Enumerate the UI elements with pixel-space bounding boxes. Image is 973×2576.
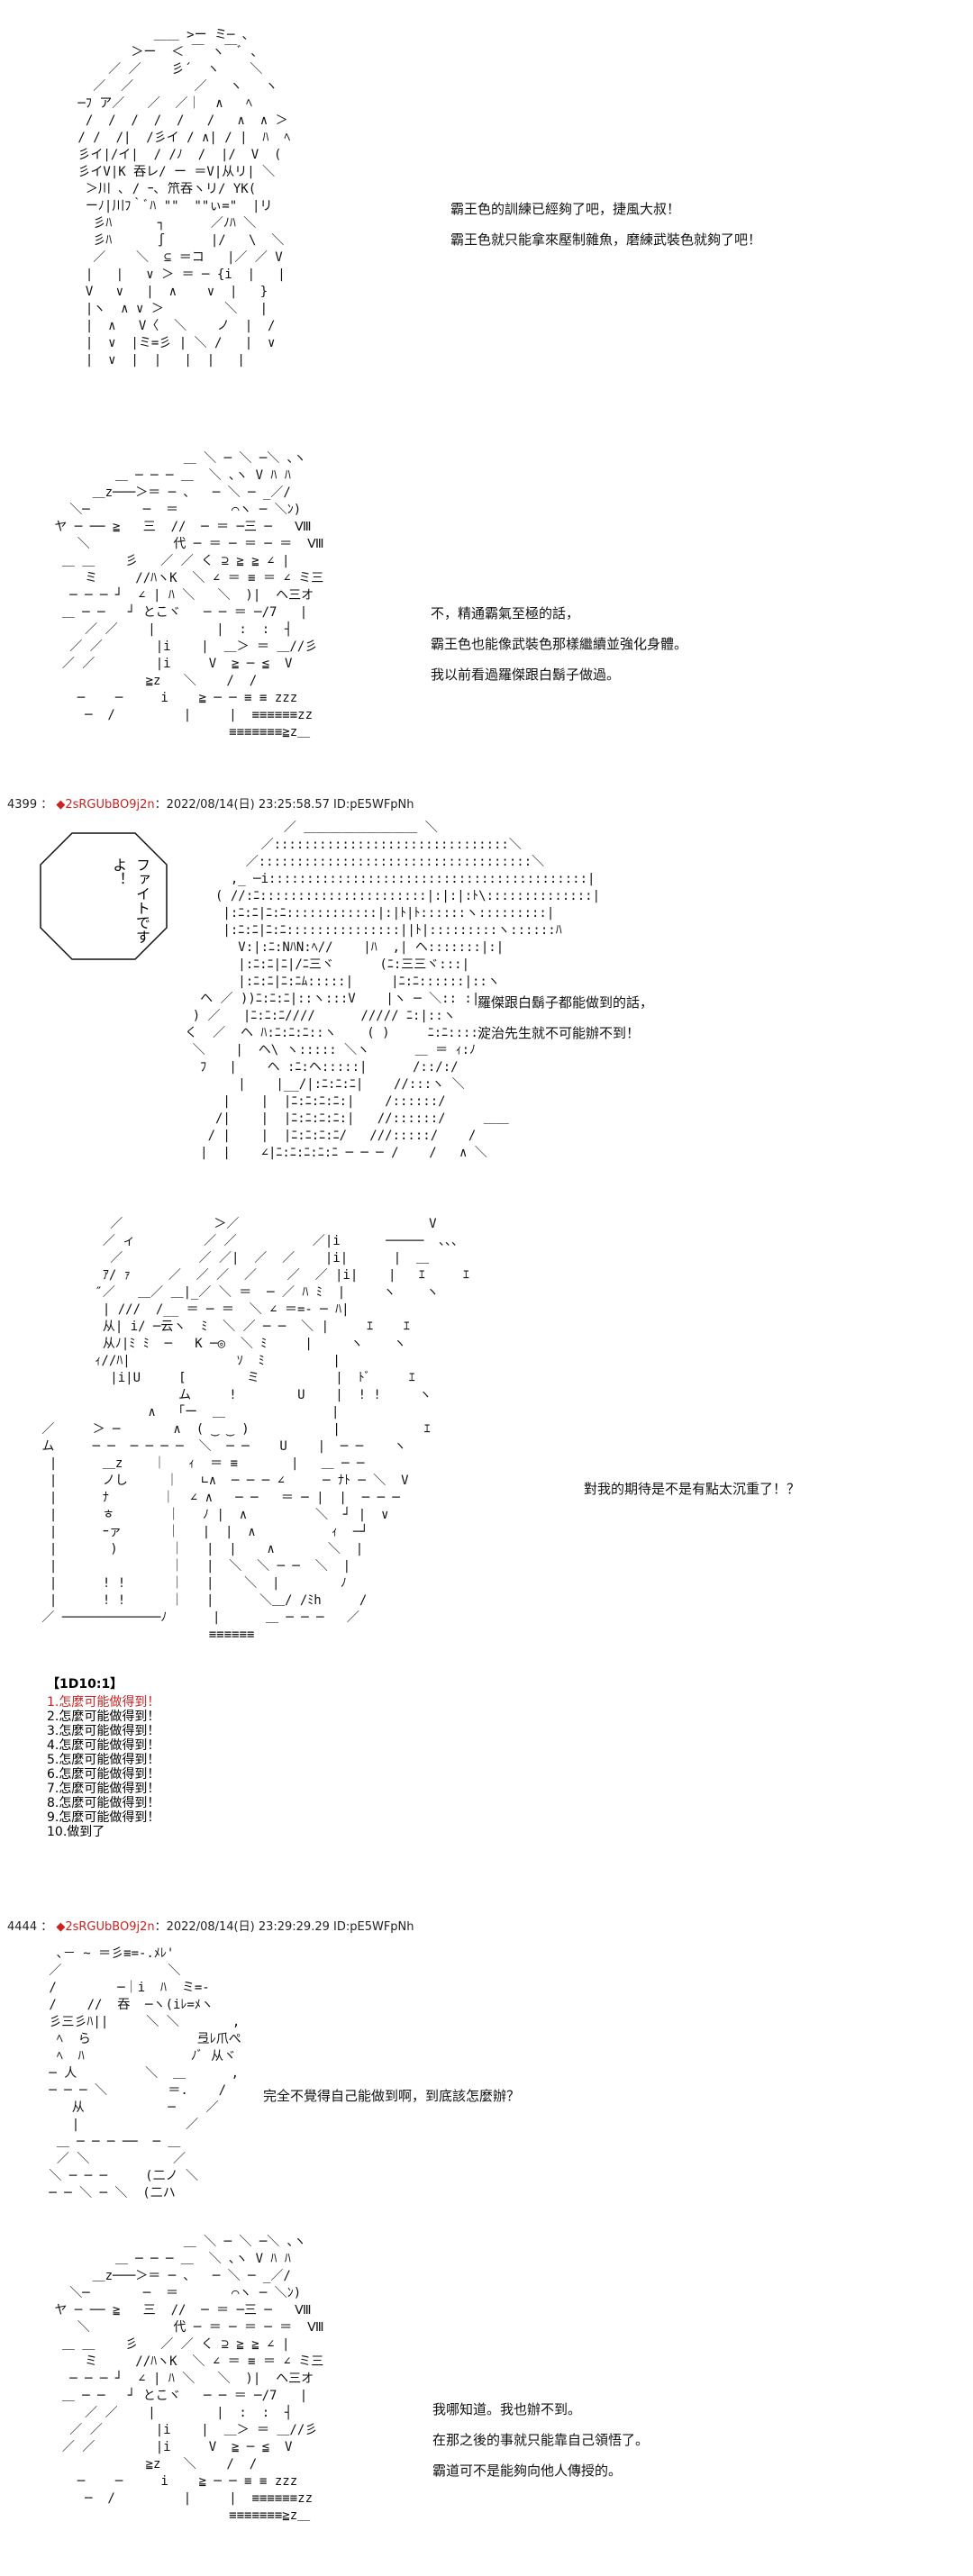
panel-1: ＿＿ >ー ミ─ ､ ＞ー ＜ ￣ ヽ￣ﾞ ､ ／ ／ 彡´ ヽ ＼ ／ ／ ／… bbox=[0, 0, 973, 432]
post-header-4444: 4444 ： ◆2sRGUbBO9j2n：2022/08/14(日) 23:29… bbox=[7, 1920, 414, 1934]
dice-option: 4.怎麼可能做得到！ bbox=[47, 1738, 160, 1753]
dialogue-line: 淀治先生就不可能辦不到！ bbox=[477, 1025, 641, 1041]
dice-option: 7.怎麼可能做得到！ bbox=[47, 1782, 160, 1796]
post-number: 4399 bbox=[7, 798, 38, 812]
dialogue-panel-6: 我哪知道。我也辦不到。 在那之後的事就只能靠自己領悟了。 霸道可不是能夠向他人傳… bbox=[432, 2394, 649, 2486]
dialogue-line: 對我的期待是不是有點太沉重了！？ bbox=[584, 1481, 801, 1497]
ascii-art-character-4: ／ ＞／ V ／ ィ ／ ／ ／|i ───── ､､､ ／ ／ ／| ／ ／ … bbox=[41, 1217, 469, 1642]
dialogue-line: 霸道可不是能夠向他人傳授的。 bbox=[432, 2463, 623, 2479]
dialogue-line: 羅傑跟白鬍子都能做到的話， bbox=[477, 994, 654, 1011]
dice-option: 1.怎麼可能做得到！ bbox=[47, 1695, 160, 1710]
dialogue-panel-3: 羅傑跟白鬍子都能做到的話， 淀治先生就不可能辦不到！ bbox=[477, 987, 653, 1048]
dice-title: 【1D10:1】 bbox=[47, 1677, 123, 1692]
dialogue-line: 在那之後的事就只能靠自己領悟了。 bbox=[432, 2432, 650, 2448]
dialogue-panel-5: 完全不覺得自己能做到啊，到底該怎麼辦？ bbox=[263, 2081, 520, 2111]
dialogue-panel-2: 不，精通霸氣至極的話， 霸王色也能像武裝色那樣繼續並強化身體。 我以前看過羅傑跟… bbox=[431, 598, 687, 690]
dialogue-panel-4: 對我的期待是不是有點太沉重了！？ bbox=[584, 1474, 800, 1504]
dice-option: 10.做到了 bbox=[47, 1825, 105, 1839]
ascii-art-character-2: ＿ ＼ ─ ＼ ─＼ ､ヽ ＿ ─ ─ ─ ＿ ＼ ､ヽ V ﾊ ﾊ ＿z───… bbox=[54, 451, 324, 739]
dialogue-line: 完全不覺得自己能做到啊，到底該怎麼辦？ bbox=[263, 2088, 521, 2104]
dialogue-line: 霸王色也能像武裝色那樣繼續並強化身體。 bbox=[431, 636, 688, 652]
tripcode[interactable]: ◆2sRGUbBO9j2n bbox=[56, 1920, 155, 1934]
panel-3: ファイトですよ！ ／ ＿＿＿＿＿＿＿＿＿ ＼ ／::::::::::::::::… bbox=[0, 811, 973, 1189]
dialogue-line: 霸王色的訓練已經夠了吧，捷風大叔！ bbox=[450, 201, 681, 217]
poster-id: ID:pE5WFpNh bbox=[333, 1920, 414, 1934]
speech-bubble bbox=[40, 832, 168, 960]
panel-5: ､－ ~ ＝彡≡=-.ﾒﾚ' ／ ＼ / ─｜i ﾊ ミ=- / // 吞 ─ヽ… bbox=[0, 1937, 973, 2207]
dice-result-list: 【1D10:1】 1.怎麼可能做得到！ 2.怎麼可能做得到！ 3.怎麼可能做得到… bbox=[47, 1677, 159, 1839]
dice-option: 2.怎麼可能做得到！ bbox=[47, 1710, 160, 1724]
dice-option: 6.怎麼可能做得到！ bbox=[47, 1767, 160, 1782]
post-datetime: 2022/08/14(日) 23:25:58.57 bbox=[166, 798, 330, 812]
dialogue-line: 我哪知道。我也辦不到。 bbox=[432, 2401, 582, 2417]
ascii-art-character-6: ＿ ＼ ─ ＼ ─＼ ､ヽ ＿ ─ ─ ─ ＿ ＼ ､ヽ V ﾊ ﾊ ＿z───… bbox=[54, 2235, 324, 2523]
dialogue-line: 我以前看過羅傑跟白鬍子做過。 bbox=[431, 667, 621, 683]
dice-option: 8.怎麼可能做得到！ bbox=[47, 1796, 160, 1810]
post-number: 4444 bbox=[7, 1920, 38, 1934]
post-header-4399: 4399 ： ◆2sRGUbBO9j2n：2022/08/14(日) 23:25… bbox=[7, 798, 414, 812]
dice-option: 9.怎麼可能做得到！ bbox=[47, 1810, 160, 1825]
poster-id: ID:pE5WFpNh bbox=[333, 798, 414, 812]
ascii-art-character-3: ／ ＿＿＿＿＿＿＿＿＿ ＼ ／:::::::::::::::::::::::::… bbox=[185, 821, 601, 1160]
ascii-art-character-1: ＿＿ >ー ミ─ ､ ＞ー ＜ ￣ ヽ￣ﾞ ､ ／ ／ 彡´ ヽ ＼ ／ ／ ／… bbox=[77, 28, 291, 367]
panel-4: ／ ＞／ V ／ ィ ／ ／ ／|i ───── ､､､ ／ ／ ／| ／ ／ … bbox=[0, 1207, 973, 1675]
ascii-art-character-5: ､－ ~ ＝彡≡=-.ﾒﾚ' ／ ＼ / ─｜i ﾊ ミ=- / // 吞 ─ヽ… bbox=[49, 1946, 241, 2200]
dialogue-line: 霸王色就只能拿來壓制雜魚，磨練武裝色就夠了吧！ bbox=[450, 231, 762, 248]
panel-2: ＿ ＼ ─ ＼ ─＼ ､ヽ ＿ ─ ─ ─ ＿ ＼ ､ヽ V ﾊ ﾊ ＿z───… bbox=[0, 432, 973, 784]
dice-option: 5.怎麼可能做得到！ bbox=[47, 1753, 160, 1767]
dialogue-panel-1: 霸王色的訓練已經夠了吧，捷風大叔！ 霸王色就只能拿來壓制雜魚，磨練武裝色就夠了吧… bbox=[450, 194, 761, 255]
post-datetime: 2022/08/14(日) 23:29:29.29 bbox=[166, 1920, 330, 1934]
speech-bubble-text: ファイトですよ！ bbox=[110, 857, 150, 944]
dice-option: 3.怎麼可能做得到！ bbox=[47, 1724, 160, 1738]
panel-6: ＿ ＼ ─ ＼ ─＼ ､ヽ ＿ ─ ─ ─ ＿ ＼ ､ヽ V ﾊ ﾊ ＿z───… bbox=[0, 2216, 973, 2576]
tripcode[interactable]: ◆2sRGUbBO9j2n bbox=[56, 798, 155, 812]
dialogue-line: 不，精通霸氣至極的話， bbox=[431, 605, 580, 621]
